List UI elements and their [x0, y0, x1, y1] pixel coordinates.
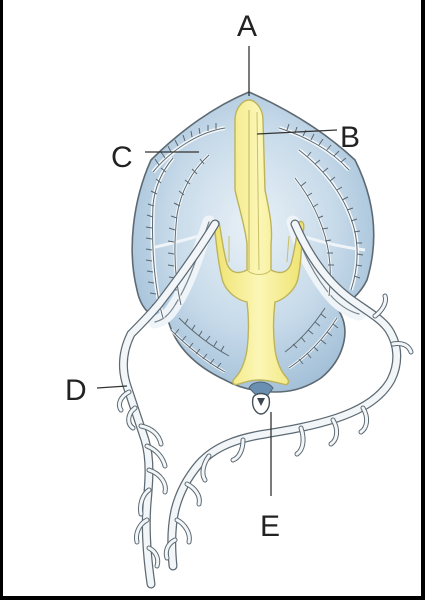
figure-panel: A B C D E: [3, 0, 421, 596]
statocyst: [248, 381, 274, 415]
tentilla-left: [116, 389, 168, 569]
label-d: D: [65, 374, 87, 407]
comb-row-bottom-left: [169, 317, 230, 374]
label-e: E: [260, 510, 280, 543]
tentilla-right: [163, 293, 414, 561]
labels: A B C D E: [65, 10, 360, 543]
tentacle-left: [116, 219, 220, 589]
tentacles: [116, 219, 414, 589]
label-b: B: [340, 121, 360, 154]
comb-row-left-upper: [151, 123, 226, 174]
comb-row-bottom-right: [284, 307, 339, 370]
comb-row-right-lower: [297, 148, 364, 291]
label-c: C: [111, 141, 133, 174]
comb-row-left-lower: [145, 156, 175, 319]
leader-line-b: [256, 129, 338, 135]
leader-lines: [96, 46, 338, 496]
comb-row-right-upper: [278, 123, 351, 172]
label-a: A: [237, 10, 257, 43]
leader-line-d: [96, 385, 128, 389]
tentacle-right: [163, 219, 414, 571]
ctenophore-diagram: A B C D E: [65, 10, 414, 589]
